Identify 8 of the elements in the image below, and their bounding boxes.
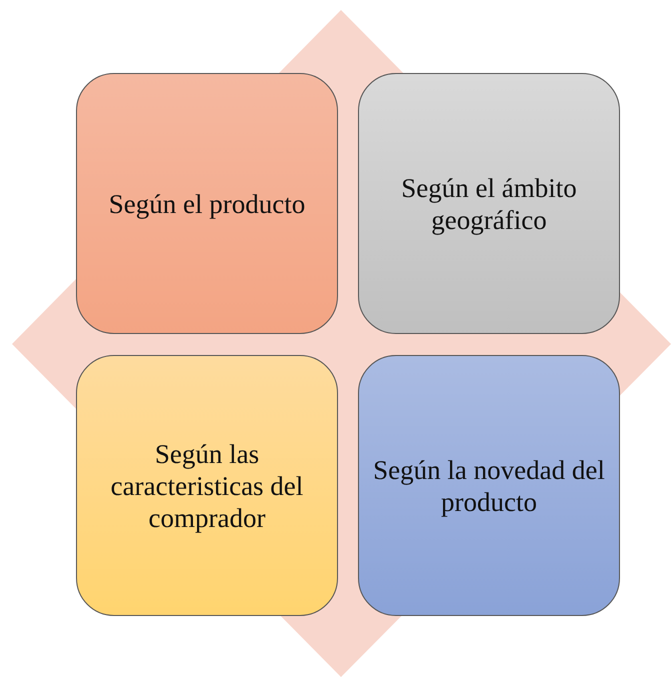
category-label: Según el producto: [108, 188, 306, 220]
category-label: Según el ámbito geográfico: [400, 172, 578, 236]
category-box: [358, 355, 620, 616]
category-label: Según las caracteristicas del comprador: [110, 438, 304, 534]
category-box: [358, 73, 620, 334]
category-box: [76, 73, 338, 334]
category-box: [76, 355, 338, 616]
category-label: Según la novedad del producto: [372, 454, 606, 518]
